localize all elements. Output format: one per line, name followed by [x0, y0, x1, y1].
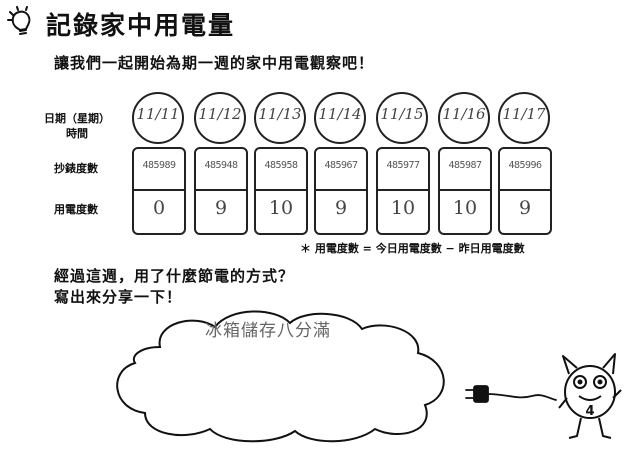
answer-text: 冰箱儲存八分滿 [205, 321, 331, 341]
row-label-usage: 用電度數 [54, 203, 98, 216]
date-circle [438, 92, 490, 144]
date-circle [132, 92, 184, 144]
box-divider [316, 189, 366, 191]
usage-value: 10 [390, 197, 416, 219]
box-divider [500, 189, 550, 191]
usage-value: 10 [268, 197, 294, 219]
power-plug-icon [465, 385, 557, 403]
intro-text: 讓我們一起開始為期一週的家中用電觀察吧！ [54, 54, 375, 72]
date-circle [254, 92, 306, 144]
date-value: 11/16 [442, 105, 486, 123]
date-circle [498, 92, 550, 144]
usage-formula-note: ＊ 用電度數 = 今日用電度數 − 昨日用電度數 [300, 242, 525, 255]
meter-reading: 485948 [204, 160, 238, 171]
reading-box: 485958 10 [254, 147, 308, 235]
date-value: 11/12 [198, 105, 242, 123]
meter-reading: 485987 [448, 160, 482, 171]
date-value: 11/17 [502, 105, 546, 123]
reading-box: 485977 10 [376, 147, 430, 235]
reading-box: 485996 9 [498, 147, 552, 235]
page-title: 記錄家中用電量 [46, 11, 236, 40]
mascot-icon: 4 [558, 353, 622, 439]
meter-reading: 485977 [386, 160, 420, 171]
mascot-badge: 4 [585, 404, 594, 419]
reading-box: 485948 9 [194, 147, 248, 235]
box-divider [134, 189, 184, 191]
usage-value: 10 [452, 197, 478, 219]
box-divider [440, 189, 490, 191]
row-label-meter: 抄錶度數 [54, 162, 98, 175]
reading-box: 485987 10 [438, 147, 492, 235]
date-circle [376, 92, 428, 144]
meter-reading: 485989 [142, 160, 176, 171]
usage-value: 0 [152, 197, 166, 219]
date-value: 11/11 [136, 105, 180, 123]
usage-value: 9 [518, 197, 532, 219]
meter-reading: 485996 [508, 160, 542, 171]
meter-reading: 485958 [264, 160, 298, 171]
row-label-date: 日期（星期） 時間 [44, 112, 110, 140]
box-divider [196, 189, 246, 191]
date-circle [314, 92, 366, 144]
reading-box: 485967 9 [314, 147, 368, 235]
date-circle [194, 92, 246, 144]
box-divider [256, 189, 306, 191]
question-line-1: 經過這週，用了什麼節電的方式？ [54, 267, 295, 285]
date-value: 11/14 [318, 105, 362, 123]
question-line-2: 寫出來分享一下！ [54, 288, 183, 306]
box-divider [378, 189, 428, 191]
usage-value: 9 [214, 197, 228, 219]
lightbulb-icon [7, 6, 31, 35]
date-value: 11/15 [380, 105, 424, 123]
date-value: 11/13 [258, 105, 302, 123]
answer-cloud [116, 310, 445, 443]
reading-box: 485989 0 [132, 147, 186, 235]
usage-value: 9 [334, 197, 348, 219]
meter-reading: 485967 [324, 160, 358, 171]
